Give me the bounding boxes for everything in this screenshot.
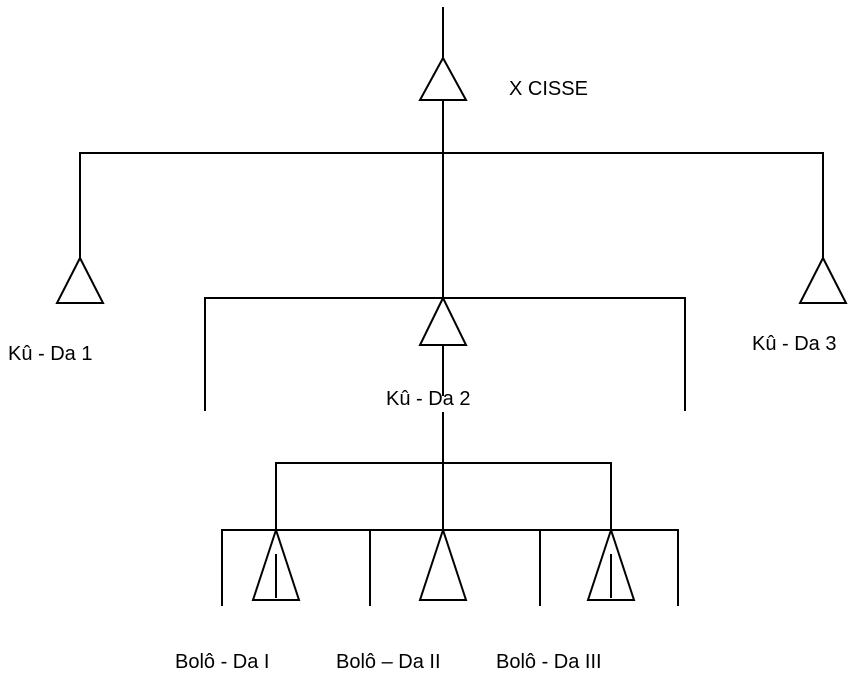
node-bolo1-label: Bolô - Da I [175,651,269,673]
node-kuda3-triangle [798,255,848,304]
node-bolo2-label: Bolô – Da II [336,651,441,673]
node-kuda2-label: Kû - Da 2 [386,388,470,410]
node-kuda1-triangle [55,255,105,304]
node-kuda3-label: Kû - Da 3 [752,333,836,355]
node-bolo2-triangle [418,526,468,601]
node-kuda1-label: Kû - Da 1 [8,343,92,365]
node-x-cisse-label: X CISSE [509,78,588,100]
node-bolo3-label: Bolô - Da III [496,651,602,673]
node-kuda2-triangle [418,295,468,346]
node-x-cisse-triangle [418,55,468,101]
